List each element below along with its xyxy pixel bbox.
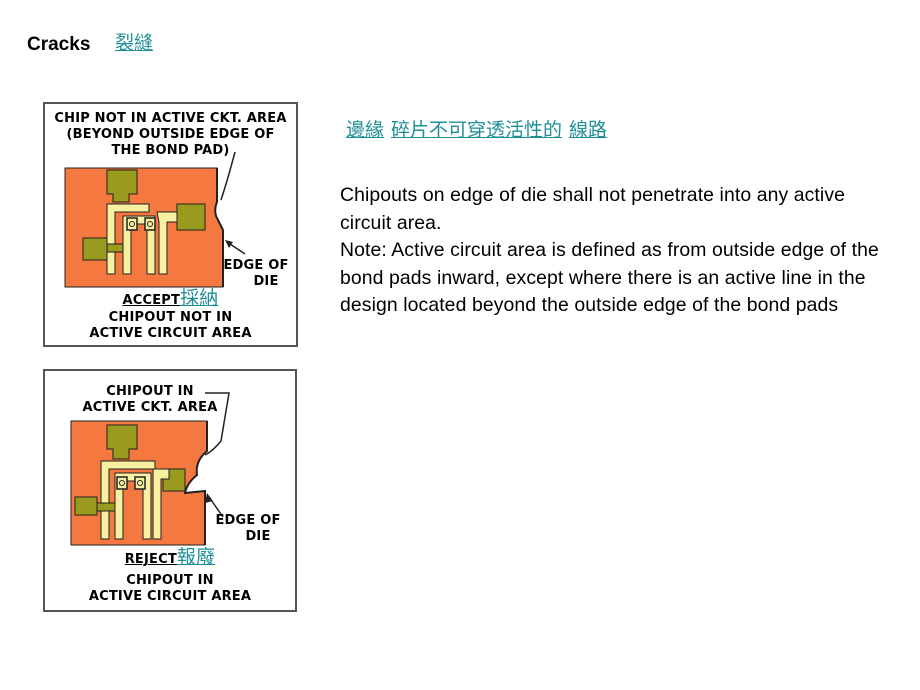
caption-line: ACTIVE CIRCUIT AREA [88,589,252,604]
bond-pad [74,496,98,516]
bond-pad [106,424,138,460]
accept-figure: CHIP NOT IN ACTIVE CKT. AREA (BEYOND OUT… [43,102,298,347]
verdict-label: REJECT [124,552,177,567]
accept-illustration [64,151,246,288]
description-note: Note: Active circuit area is defined as … [340,239,879,317]
caption-line: ACTIVE CIRCUIT AREA [89,326,252,341]
callout-line [204,392,230,456]
trace [106,243,124,253]
verdict-label: ACCEPT [122,293,181,308]
caption-line: ACTIVE CKT. AREA [82,400,218,415]
caption-line: CHIPOUT IN [106,384,194,399]
accept-bottom-caption: CHIPOUT NOT IN ACTIVE CIRCUIT AREA [45,310,296,342]
description: Chipouts on edge of die shall not penetr… [340,182,885,320]
edge-label-line: EDGE OF [223,258,289,273]
reject-bottom-caption: CHIPOUT IN ACTIVE CIRCUIT AREA [45,573,295,605]
edge-label-line: DIE [245,529,271,544]
page-title: Cracks [27,34,91,55]
accept-top-caption: CHIP NOT IN ACTIVE CKT. AREA (BEYOND OUT… [45,111,296,159]
contact [134,476,146,490]
subheading-links: 邊緣碎片不可穿透活性的線路 [346,115,614,142]
caption-line: CHIPOUT IN [126,573,214,588]
caption-line: THE BOND PAD) [111,143,230,158]
bond-pad [82,237,108,261]
edge-line [183,421,208,545]
caption-line: CHIPOUT NOT IN [108,310,233,325]
title-translation-link[interactable]: 裂縫 [115,32,154,54]
reject-illustration [70,392,230,546]
caption-line: (BEYOND OUTSIDE EDGE OF [66,127,275,142]
trace [96,502,116,512]
reject-figure: CHIPOUT IN ACTIVE CKT. AREA EDGE OF DIE … [43,369,297,612]
edge-label-line: EDGE OF [215,513,281,528]
contact [116,476,128,490]
verdict-translation-link[interactable]: 採納 [180,287,219,309]
accept-edge-label: EDGE OF DIE [221,258,291,290]
verdict-translation-link[interactable]: 報廢 [176,546,216,568]
trace [152,468,170,540]
reject-verdict: REJECT報廢 [45,546,295,568]
description-rule: Chipouts on edge of die shall not penetr… [340,184,846,234]
subheading-link-circuit[interactable]: 線路 [569,119,608,141]
edge-line [214,168,224,287]
subheading-link-chip-not-penetrate[interactable]: 碎片不可穿透活性的 [391,119,563,141]
accept-verdict: ACCEPT採納 [45,287,296,309]
bond-pad [176,203,206,231]
trace [106,203,150,275]
reject-top-caption: CHIPOUT IN ACTIVE CKT. AREA [45,384,255,416]
edge-label-line: DIE [253,274,279,289]
bond-pad [106,169,138,203]
caption-line: CHIP NOT IN ACTIVE CKT. AREA [54,111,287,126]
trace [156,211,178,275]
callout-line [220,151,236,201]
subheading-link-edge[interactable]: 邊緣 [346,119,385,141]
contact [126,217,138,231]
trace [100,460,156,540]
contact [144,217,156,231]
reject-edge-label: EDGE OF DIE [205,513,291,545]
